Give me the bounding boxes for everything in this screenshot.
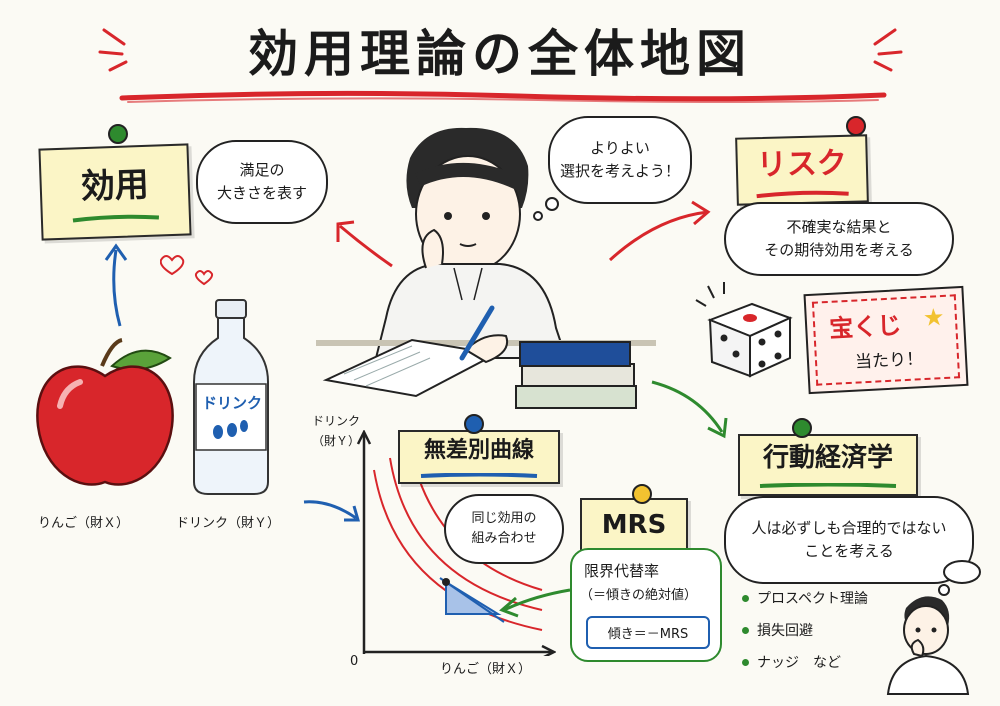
utility-bubble-line-1: 満足の [239,160,285,179]
dice-icon [695,282,793,378]
risk-bubble-line-1: 不確実な結果と [786,217,892,236]
utility-underline [72,214,160,223]
mrs-formula: 傾き＝－MRS [586,616,710,649]
mrs-definition-1: 限界代替率 [584,562,660,580]
arrow-to-graph [303,500,360,522]
lottery-ticket: 宝くじ ★ 当たり！ [803,285,969,395]
student-bubble-line-2: 選択を考えよう！ [559,162,680,180]
tangent-point [442,578,450,586]
title-sparkle-left [98,28,128,72]
behavioral-bubble-line-2: ことを考える [804,542,894,560]
apple-caption: りんご（財Ｘ） [38,516,130,531]
indifference-note: 無差別曲線 [398,430,560,484]
behavioral-note: 行動経済学 [738,434,918,496]
pin-icon [792,418,812,438]
mrs-definition-2: （＝傾きの絶対値） [580,588,698,603]
graph-x-label: りんご（財Ｘ） [440,662,532,677]
indifference-bubble-line-2: 組み合わせ [471,531,537,546]
pin-icon [632,484,652,504]
graph-y-label-1: ドリンク [312,414,361,428]
graph-y-label-2: （財Ｙ） [312,434,361,448]
thinking-boy-illustration [886,560,981,695]
indifference-curve-1 [373,469,543,631]
mrs-label: MRS [601,510,667,540]
lottery-title: 宝くじ [828,311,902,343]
pin-icon [846,116,866,136]
arrow-up-blue [104,243,128,327]
student-bubble-line-1: よりよい [590,138,650,157]
pin-icon [464,414,484,434]
indifference-bubble-line-1: 同じ効用の [471,510,537,526]
bullet-icon [742,594,749,602]
student-bubble: よりよい 選択を考えよう！ [548,116,692,204]
title-sparkle-right [873,28,903,72]
thought-dots [533,197,559,221]
list-item: ナッジ など [742,652,868,672]
bullet-icon [742,626,749,634]
risk-note: リスク [735,134,869,206]
arrow-to-risk [608,200,711,262]
risk-label: リスク [756,145,848,183]
apple-icon [36,338,174,486]
bottle-label: ドリンク [201,394,262,412]
arrow-to-behavioral [651,380,728,439]
behavioral-bubble: 人は必ずしも合理的ではない ことを考える [724,496,974,584]
behavioral-list: プロスペクト理論 損失回避 ナッジ など [742,588,868,672]
risk-bubble-line-2: その期待効用を考える [764,241,914,259]
pin-icon [108,124,128,144]
bottle-caption: ドリンク（財Ｙ） [176,516,281,531]
list-item: プロスペクト理論 [742,588,868,608]
star-icon: ★ [922,302,946,333]
student-illustration [316,127,656,409]
mrs-box: 限界代替率 （＝傾きの絶対値） 傾き＝－MRS [570,548,722,662]
utility-bubble: 満足の 大きさを表す [196,140,328,224]
behavioral-item-2: 損失回避 [757,623,813,639]
behavioral-underline [759,482,897,488]
behavioral-item-1: プロスペクト理論 [757,591,869,607]
risk-bubble: 不確実な結果と その期待効用を考える [724,202,954,276]
bottle-icon [193,299,269,495]
utility-note: 効用 [38,143,192,241]
behavioral-bubble-line-1: 人は必ずしも合理的ではない [751,518,947,537]
indifference-bubble: 同じ効用の 組み合わせ [444,494,564,564]
indifference-label: 無差別曲線 [423,437,534,463]
behavioral-label: 行動経済学 [762,443,893,473]
title-underline [119,90,887,103]
arrow-to-utility [336,220,393,268]
arrow-mrs-to-graph [499,588,571,618]
utility-label: 効用 [80,164,150,208]
bullet-icon [742,658,749,666]
list-item: 損失回避 [742,620,868,640]
utility-bubble-line-2: 大きさを表す [216,184,307,202]
heart-icon [160,255,214,286]
behavioral-item-3: ナッジ など [757,655,841,671]
page-title: 効用理論の全体地図 [248,25,752,83]
graph-origin: 0 [350,654,359,669]
lottery-text: 当たり！ [854,349,924,373]
risk-underline [756,190,849,198]
mrs-note: MRS [580,498,688,552]
indifference-underline [420,472,538,478]
